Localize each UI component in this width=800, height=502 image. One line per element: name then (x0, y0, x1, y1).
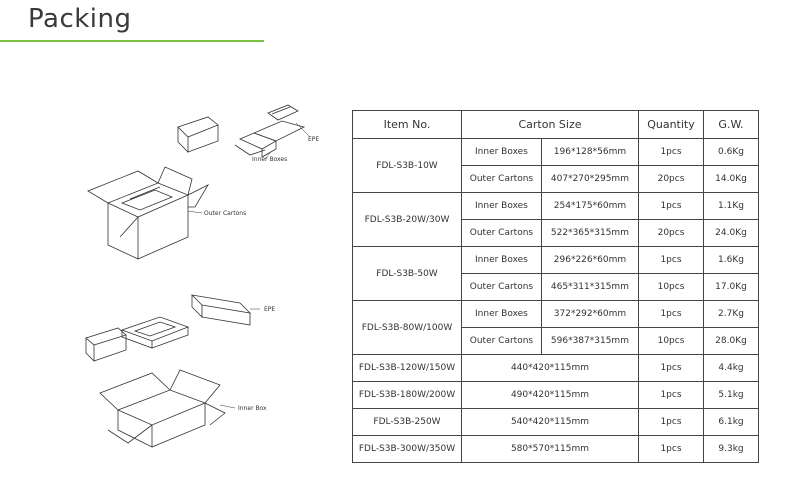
header-gw: G.W. (703, 110, 759, 139)
quantity-cell: 1pcs (638, 408, 704, 436)
quantity-cell: 1pcs (638, 381, 704, 409)
table-row: Outer Cartons 596*387*315mm 10pcs 28.0Kg (353, 327, 759, 355)
inner-box-drawing (177, 116, 219, 153)
epe-strip-drawing (190, 294, 252, 326)
table-row: Outer Cartons 522*365*315mm 20pcs 24.0Kg (353, 219, 759, 247)
quantity-cell: 1pcs (638, 138, 704, 166)
carton-size-cell: 522*365*315mm (540, 219, 640, 247)
item-no-cell: FDL-S3B-10W (352, 138, 462, 193)
header-quantity: Quantity (638, 110, 704, 139)
gw-cell: 1.1Kg (703, 192, 759, 220)
table-row: FDL-S3B-50W Inner Boxes 296*226*60mm 1pc… (352, 246, 759, 301)
carton-type-cell: Outer Cartons (461, 273, 542, 301)
carton-type-cell: Inner Boxes (461, 138, 542, 166)
carton-size-cell: 580*570*115mm (461, 435, 639, 463)
item-no-cell: FDL-S3B-250W (352, 408, 462, 436)
label-outer-cartons: Outer Cartons (204, 210, 246, 217)
quantity-cell: 1pcs (638, 300, 704, 328)
table-row: FDL-S3B-80W/100W Inner Boxes 372*292*60m… (352, 300, 759, 355)
carton-type-cell: Outer Cartons (461, 165, 542, 193)
fixture-epe-drawing (234, 104, 306, 158)
table-row: Outer Cartons 407*270*295mm 20pcs 14.0Kg (353, 165, 759, 193)
gw-cell: 6.1kg (703, 408, 759, 436)
table-header-row: Item No. Carton Size Quantity G.W. (352, 110, 759, 139)
packing-diagram: EPE Inner Boxes Outer Cartons EPE Inner … (85, 104, 319, 448)
label-inner-boxes: Inner Boxes (252, 156, 287, 163)
gw-cell: 28.0Kg (703, 327, 759, 355)
header-carton-size: Carton Size (461, 110, 639, 139)
title-underline (0, 40, 264, 42)
quantity-cell: 20pcs (638, 165, 704, 193)
item-no-cell: FDL-S3B-300W/350W (352, 435, 462, 463)
table-row: FDL-S3B-20W/30W Inner Boxes 254*175*60mm… (352, 192, 759, 247)
fixture-drawing (120, 316, 190, 349)
carton-size-cell: 490*420*115mm (461, 381, 639, 409)
carton-size-cell: 540*420*115mm (461, 408, 639, 436)
carton-size-cell: 465*311*315mm (540, 273, 640, 301)
gw-cell: 2.7Kg (703, 300, 759, 328)
label-inner-box: Inner Box (238, 405, 267, 412)
packing-table: Item No. Carton Size Quantity G.W. FDL-S… (352, 110, 759, 463)
table-row: FDL-S3B-300W/350W 580*570*115mm 1pcs 9.3… (352, 435, 759, 463)
label-epe-top: EPE (308, 136, 319, 143)
carton-type-cell: Inner Boxes (461, 246, 542, 274)
carton-type-cell: Inner Boxes (461, 192, 542, 220)
gw-cell: 14.0Kg (703, 165, 759, 193)
gw-cell: 17.0Kg (703, 273, 759, 301)
gw-cell: 24.0Kg (703, 219, 759, 247)
table-row: FDL-S3B-120W/150W 440*420*115mm 1pcs 4.4… (352, 354, 759, 382)
item-no-cell: FDL-S3B-20W/30W (352, 192, 462, 247)
carton-size-cell: 596*387*315mm (540, 327, 640, 355)
item-no-cell: FDL-S3B-80W/100W (352, 300, 462, 355)
carton-size-cell: 440*420*115mm (461, 354, 639, 382)
carton-size-cell: 372*292*60mm (540, 300, 640, 328)
item-no-cell: FDL-S3B-50W (352, 246, 462, 301)
gw-cell: 5.1kg (703, 381, 759, 409)
quantity-cell: 1pcs (638, 435, 704, 463)
carton-type-cell: Outer Cartons (461, 219, 542, 247)
item-no-cell: FDL-S3B-180W/200W (352, 381, 462, 409)
carton-size-cell: 296*226*60mm (540, 246, 640, 274)
quantity-cell: 10pcs (638, 327, 704, 355)
item-no-cell: FDL-S3B-120W/150W (352, 354, 462, 382)
inner-box-open-drawing (99, 369, 226, 448)
quantity-cell: 20pcs (638, 219, 704, 247)
quantity-cell: 1pcs (638, 354, 704, 382)
page-title: Packing (28, 4, 132, 34)
carton-type-cell: Outer Cartons (461, 327, 542, 355)
table-row: FDL-S3B-250W 540*420*115mm 1pcs 6.1kg (352, 408, 759, 436)
carton-size-cell: 196*128*56mm (540, 138, 640, 166)
header-item-no: Item No. (352, 110, 462, 139)
table-row: FDL-S3B-180W/200W 490*420*115mm 1pcs 5.1… (352, 381, 759, 409)
quantity-cell: 10pcs (638, 273, 704, 301)
gw-cell: 1.6Kg (703, 246, 759, 274)
quantity-cell: 1pcs (638, 192, 704, 220)
packing-illustration: EPE Inner Boxes Outer Cartons EPE Inner … (60, 95, 350, 465)
quantity-cell: 1pcs (638, 246, 704, 274)
gw-cell: 9.3kg (703, 435, 759, 463)
carton-type-cell: Inner Boxes (461, 300, 542, 328)
gw-cell: 0.6Kg (703, 138, 759, 166)
small-box-drawing (85, 327, 127, 362)
carton-size-cell: 407*270*295mm (540, 165, 640, 193)
outer-carton-drawing (87, 166, 210, 260)
label-epe-bottom: EPE (264, 306, 275, 313)
table-row: FDL-S3B-10W Inner Boxes 196*128*56mm 1pc… (352, 138, 759, 193)
gw-cell: 4.4kg (703, 354, 759, 382)
carton-size-cell: 254*175*60mm (540, 192, 640, 220)
